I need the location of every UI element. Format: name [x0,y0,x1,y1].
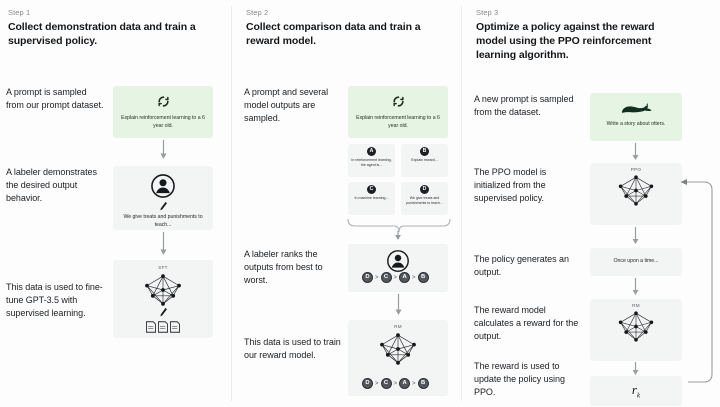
rm-rank-gt-3: > [412,380,416,387]
step-3-title: Optimize a policy against the reward mod… [476,21,655,61]
rank-pill-2: C [380,272,392,283]
rm-rank-pill-2: C [380,378,392,389]
step-2-output-c: C In machine learning... [348,182,395,215]
step-2-label: Step 2 [246,8,269,17]
rank-pill-1: D [362,272,373,283]
step-3-paragraph-2: The PPO model is initialized from the su… [474,167,547,204]
step-1-arrow-1 [159,140,168,162]
rank-gt-1: > [375,274,379,281]
step-3-output-text: Once upon a time... [613,258,659,265]
step-1-labeler-text: We give treats and punishments to teach.… [123,214,203,228]
step-1-title: Collect demonstration data and train a s… [8,21,196,47]
step-3-arrow-1 [631,143,640,163]
step-2-prompt-text: Explain reinforcement learning to a 6 ye… [356,115,440,129]
step-1-prompt-card: Explain reinforcement learning to a 6 ye… [113,86,213,138]
neural-network-icon [615,174,657,206]
step-3-column: Step 3 Optimize a policy against the rew… [462,0,720,407]
rm-rank-pill-4: B [417,378,429,389]
step-2-arrow [394,294,403,318]
step-2-ranking-row: D > C > A > B [362,272,429,283]
rm-rank-gt-1: > [375,380,379,387]
step-3-ppo-tag: PPO [630,167,642,172]
step-3-arrow-3 [631,278,640,298]
step-2-rm-tag: RM [394,324,402,329]
step-2-output-d: D We give treats and punishments to teac… [401,182,448,215]
step-1-paragraph-1: A prompt is sampled from our prompt data… [6,87,104,111]
step-2-paragraph-3: This data is used to train our reward mo… [244,337,341,361]
output-letter-b: B [420,147,429,156]
output-text-a: In reinforcement learning, the agent is.… [351,158,392,168]
step-3-reward-card: rk [590,376,682,406]
column-divider-1 [231,6,232,401]
step-3-prompt-text: Write a story about otters. [606,121,666,127]
reward-symbol: rk [631,382,641,400]
pencil-icon [159,307,168,318]
rank-pill-4: B [417,272,429,283]
step-3-paragraph-3: The policy generates an output. [474,254,569,278]
step-3-rm-tag: RM [632,303,640,308]
step-2-rm-ranking-row: D > C > A > B [362,378,429,389]
step-1-label: Step 1 [8,8,31,17]
rm-rank-pill-3: A [399,378,411,389]
step-2-rm-card: RM [348,320,448,396]
rank-gt-3: > [412,274,416,281]
refresh-cycle-icon [392,95,405,108]
step-2-title: Collect comparison data and train a rewa… [246,21,421,47]
step-1-paragraph-2: A labeler demonstrates the desired outpu… [6,167,97,204]
step-3-paragraph-1: A new prompt is sampled from the dataset… [474,94,574,118]
person-avatar-icon [386,249,410,273]
step-2-ranking-card [348,244,448,292]
step-1-paragraph-3: This data is used to fine-tune GPT-3.5 w… [6,282,103,319]
otter-icon [619,101,653,115]
step-1-column: Step 1 Collect demonstration data and tr… [0,0,232,407]
step-3-paragraph-5: The reward is used to update the policy … [474,361,565,398]
step-2-paragraph-2: A labeler ranks the outputs from best to… [244,249,323,286]
step-1-prompt-text: Explain reinforcement learning to a 6 ye… [121,115,205,129]
step-1-sft-tag: SFT [158,265,168,270]
step-1-labeler-card: We give treats and punishments to teach.… [113,166,213,230]
step-3-arrow-2 [631,227,640,247]
step-2-prompt-card: Explain reinforcement learning to a 6 ye… [348,86,448,138]
neural-network-icon [615,310,657,342]
output-letter-c: C [367,185,376,194]
step-3-label: Step 3 [476,8,499,17]
step-2-output-a: A In reinforcement learning, the agent i… [348,144,395,177]
step-1-arrow-2 [159,232,168,258]
person-avatar-icon [150,173,176,199]
step-3-output-card: Once upon a time... [590,248,682,276]
step-2-column: Step 2 Collect comparison data and train… [232,0,462,407]
output-text-d: We give treats and punishments to teach.… [406,196,443,206]
neural-network-icon [141,273,185,306]
output-letter-a: A [367,147,376,156]
refresh-cycle-icon [157,95,170,108]
rank-gt-2: > [393,274,398,281]
documents-icon [145,320,181,334]
step-2-paragraph-1: A prompt and several model outputs are s… [244,87,329,124]
step-3-ppo-card: PPO [590,163,682,225]
step-1-sft-card: SFT [113,260,213,338]
step-2-output-b: B Explain reward... [401,144,448,177]
output-text-c: In machine learning... [354,196,389,200]
step-3-prompt-card: Write a story about otters. [590,93,682,141]
pencil-icon [159,201,168,212]
step-3-paragraph-4: The reward model calculates a reward for… [474,305,579,342]
column-divider-2 [461,6,462,401]
step-2-brace [346,217,451,241]
rm-rank-gt-2: > [393,380,398,387]
step-3-arrow-4 [631,362,640,378]
rm-rank-pill-1: D [362,378,373,389]
output-text-b: Explain reward... [411,158,438,162]
rank-pill-3: A [399,272,411,283]
step-3-rm-card: RM [590,299,682,361]
neural-network-icon [376,332,420,365]
step-3-feedback-loop-arrow [678,168,720,398]
output-letter-d: D [420,185,429,194]
